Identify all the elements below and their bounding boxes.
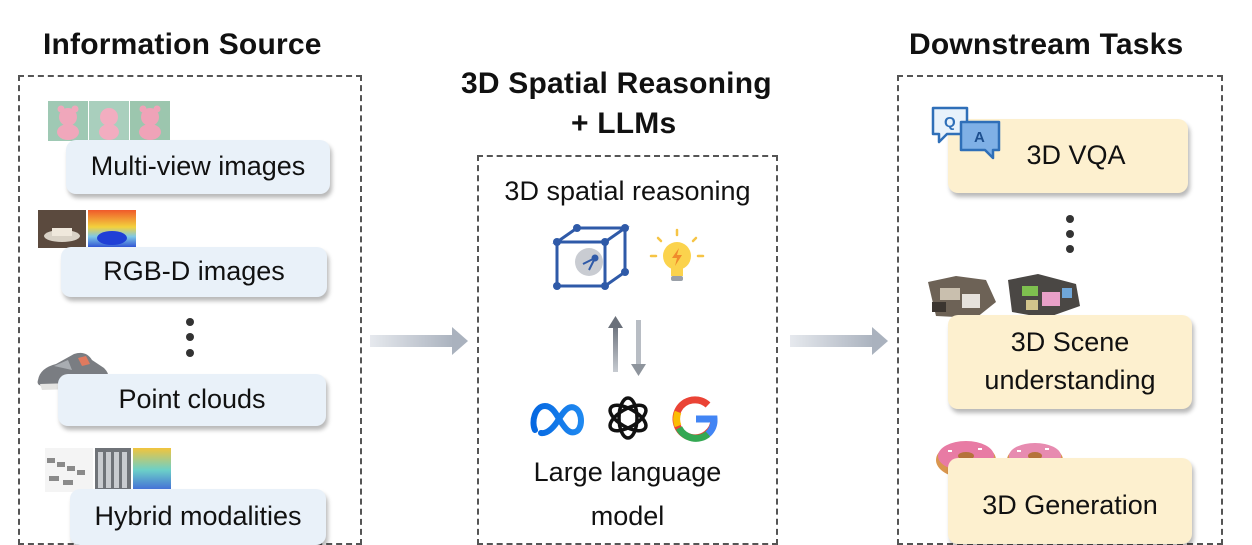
hybrid-modalities-label: Hybrid modalities [94, 498, 301, 536]
svg-text:Q: Q [944, 114, 956, 131]
openai-logo-icon [603, 393, 653, 443]
llm-label-line1: Large language [477, 457, 778, 488]
middle-title-line1: 3D Spatial Reasoning [461, 67, 772, 101]
ellipsis-dot [1066, 230, 1074, 238]
ellipsis-dot [1066, 245, 1074, 253]
rgbd-thumbnails [38, 210, 136, 248]
cube-icon [551, 224, 631, 290]
multi-view-thumbnails [48, 101, 170, 141]
multi-view-images-box: Multi-view images [66, 140, 330, 194]
multi-view-images-label: Multi-view images [91, 148, 306, 186]
3d-generation-label: 3D Generation [982, 477, 1158, 525]
arrow-right-icon [370, 326, 470, 356]
spatial-reasoning-label: 3D spatial reasoning [477, 176, 778, 207]
arrow-right-icon [790, 326, 890, 356]
ellipsis-dot [186, 349, 194, 357]
svg-text:A: A [974, 129, 985, 146]
downstream-tasks-title: Downstream Tasks [909, 28, 1183, 62]
meta-logo-icon [529, 400, 589, 438]
3d-scene-label-line2: understanding [984, 362, 1155, 400]
llm-label-line2: model [477, 501, 778, 532]
bidirectional-arrows-icon [604, 316, 650, 376]
point-clouds-box: Point clouds [58, 374, 326, 426]
3d-scene-understanding-box: 3D Scene understanding [948, 315, 1192, 409]
point-clouds-label: Point clouds [118, 381, 265, 419]
ellipsis-dot [186, 333, 194, 341]
3d-generation-box: 3D Generation [948, 458, 1192, 544]
rgbd-images-box: RGB-D images [61, 247, 327, 297]
middle-title-line2: + LLMs [571, 107, 676, 141]
hybrid-modalities-thumbnails [45, 448, 171, 492]
ellipsis-dot [186, 318, 194, 326]
rgbd-images-label: RGB-D images [103, 253, 285, 291]
google-logo-icon [670, 394, 720, 444]
lightbulb-icon [648, 228, 706, 288]
qa-chat-icon: Q A [929, 104, 1003, 162]
ellipsis-dot [1066, 215, 1074, 223]
3d-scene-label-line1: 3D Scene [1011, 324, 1130, 362]
hybrid-modalities-box: Hybrid modalities [70, 489, 326, 545]
information-source-title: Information Source [43, 28, 322, 62]
3d-vqa-label: 3D VQA [1010, 137, 1125, 175]
